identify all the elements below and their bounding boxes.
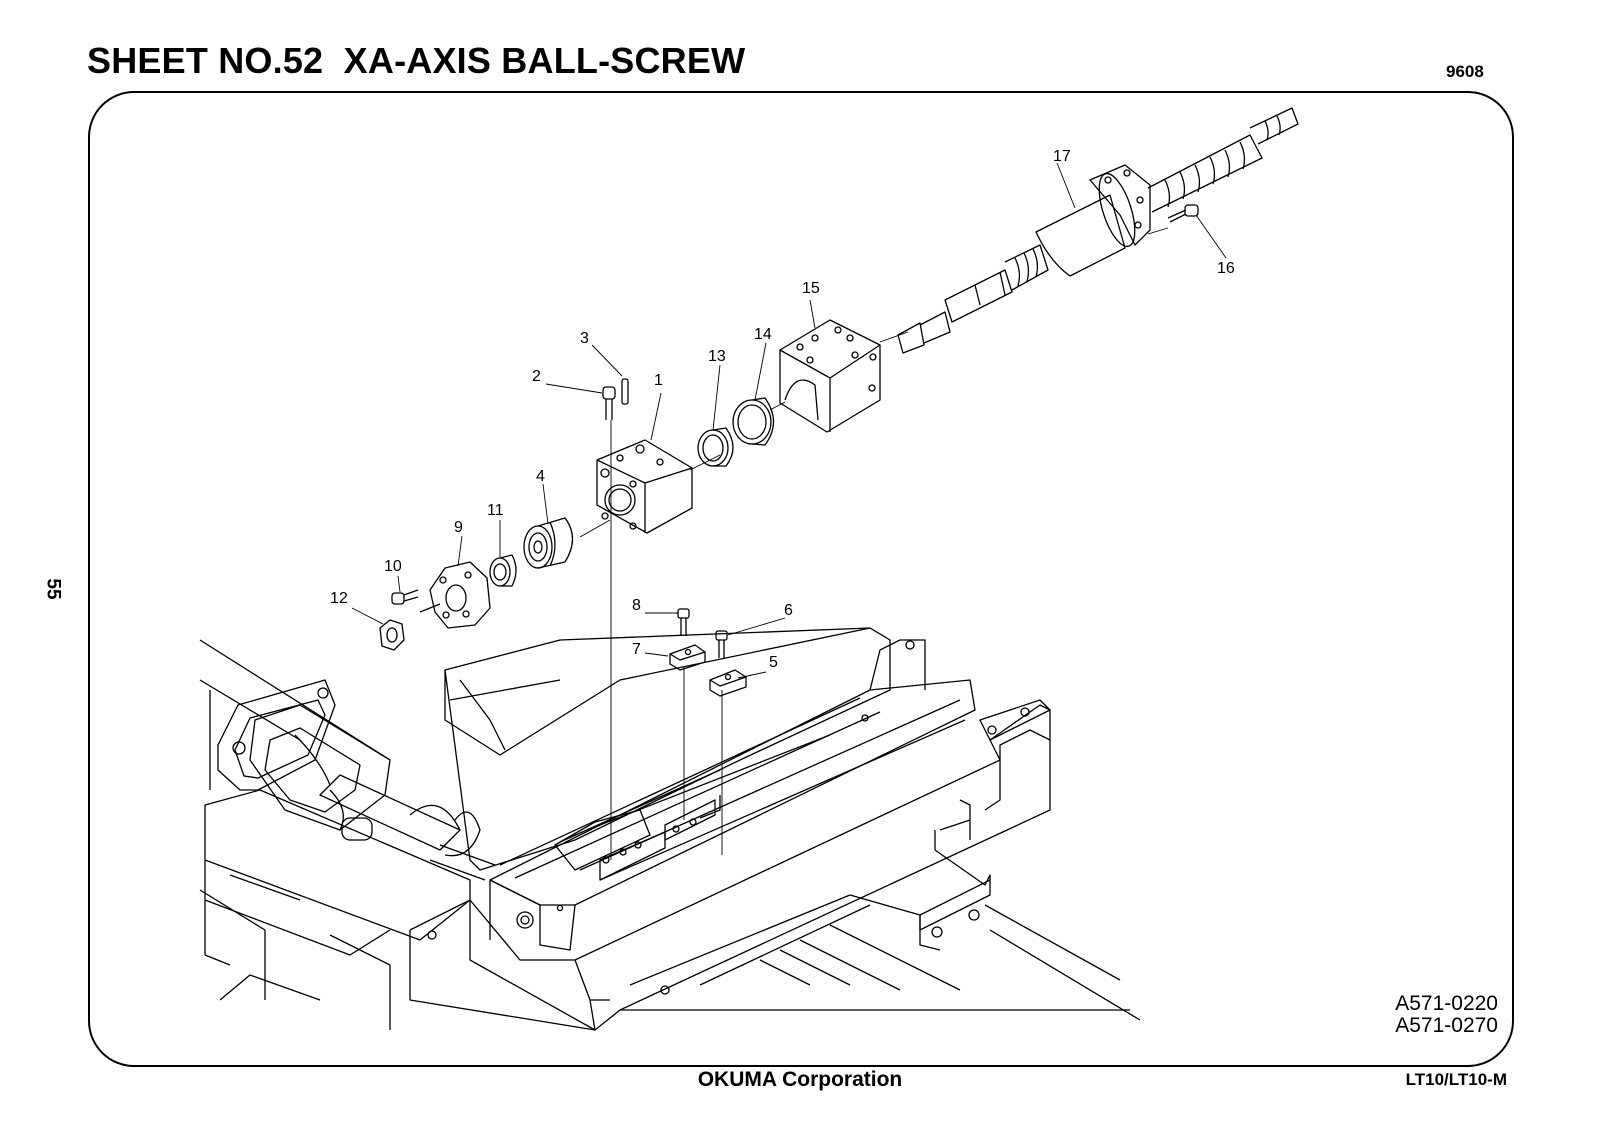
drawing-ref-2: A571-0270	[1395, 1014, 1498, 1037]
part-12-nut	[379, 619, 405, 651]
part-5-block	[709, 669, 747, 697]
callout-16: 16	[1217, 260, 1235, 277]
part-14-seal	[732, 397, 775, 446]
part-17-ballscrew	[897, 107, 1299, 354]
part-13-locknut	[697, 427, 734, 467]
part-8-bolt	[677, 608, 690, 636]
part-7-block	[669, 644, 706, 671]
callout-11: 11	[487, 502, 504, 519]
part-4-bearing	[523, 517, 574, 569]
drawing-reference-numbers: A571-0220 A571-0270	[1378, 993, 1498, 1037]
callout-9: 9	[454, 519, 463, 536]
callout-2: 2	[532, 368, 541, 385]
part-6-bolt	[715, 630, 728, 658]
part-9-flange	[419, 561, 491, 629]
machine-bed	[199, 627, 1141, 1031]
callout-12: 12	[330, 590, 348, 607]
callout-3: 3	[580, 330, 589, 347]
leader-lines	[351, 162, 1227, 679]
drawing-ref-1: A571-0220	[1395, 992, 1498, 1015]
callout-17: 17	[1053, 148, 1071, 165]
callout-10: 10	[384, 558, 402, 575]
callout-6: 6	[784, 602, 793, 619]
part-11-collar	[489, 554, 517, 587]
company-name: OKUMA Corporation	[697, 1068, 903, 1091]
part-2-screw	[602, 386, 616, 420]
part-16-bolt	[1167, 204, 1199, 223]
sheet-code: 9608	[1446, 62, 1484, 81]
part-10-bolt	[391, 589, 419, 605]
callout-13: 13	[708, 348, 726, 365]
callout-15: 15	[802, 280, 820, 297]
callout-4: 4	[536, 468, 545, 485]
drawing-frame	[88, 91, 1514, 1067]
callout-14: 14	[754, 326, 772, 343]
callout-8: 8	[632, 597, 641, 614]
model-name: LT10/LT10-M	[1405, 1070, 1507, 1089]
callout-1: 1	[654, 372, 663, 389]
part-3-pin	[621, 378, 629, 405]
callout-7: 7	[632, 641, 641, 658]
sheet-title: SHEET NO.52 XA-AXIS BALL-SCREW	[87, 40, 746, 81]
part-15-bracket	[779, 319, 881, 433]
assembly-lines	[579, 227, 1169, 860]
part-1-housing	[596, 439, 693, 534]
callout-5: 5	[769, 654, 778, 671]
